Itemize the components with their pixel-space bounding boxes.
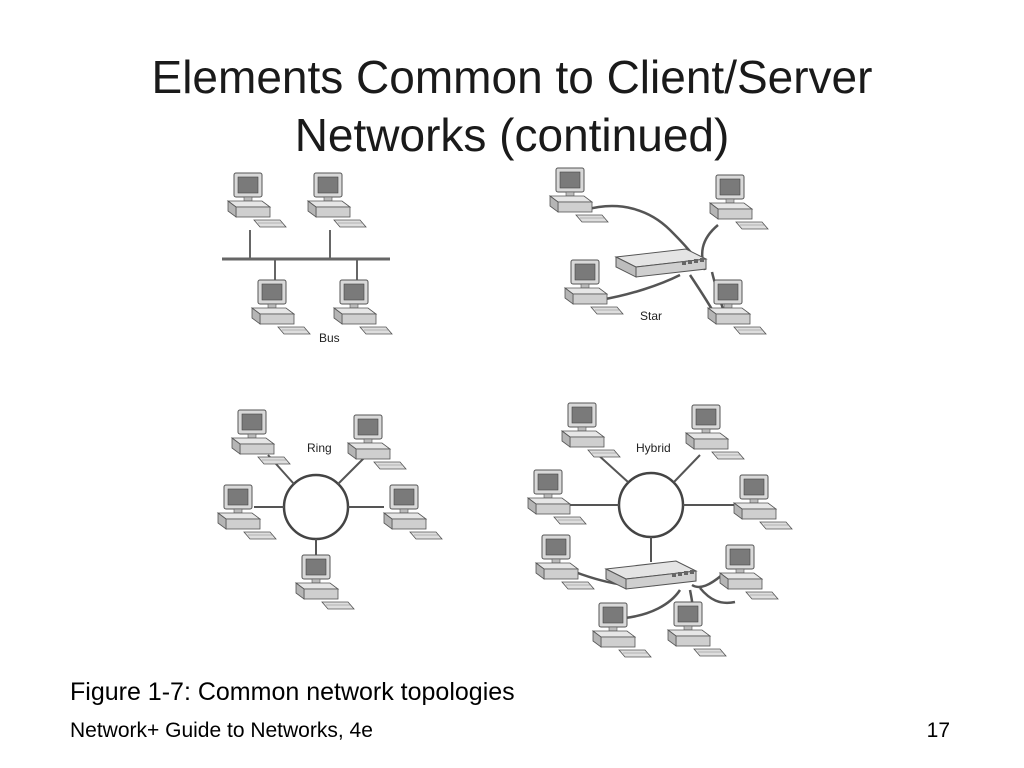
computer-icon	[251, 279, 311, 335]
footer-book-title: Network+ Guide to Networks, 4e	[70, 719, 373, 742]
ring-circle	[282, 473, 350, 541]
slide-title: Elements Common to Client/Server Network…	[0, 48, 1024, 164]
hub-icon	[615, 248, 707, 278]
ring-label: Ring	[307, 441, 332, 455]
page-number: 17	[926, 719, 950, 742]
hybrid-cable	[624, 589, 682, 620]
computer-icon	[564, 259, 624, 315]
star-label: Star	[640, 309, 662, 323]
slide-title-line-2: Networks (continued)	[294, 109, 730, 161]
hub-icon	[605, 560, 697, 590]
computer-icon	[295, 554, 355, 610]
hybrid-topology: Hybrid	[527, 402, 793, 658]
hybrid-label: Hybrid	[636, 441, 671, 455]
computer-icon	[733, 474, 793, 530]
star-cable	[599, 273, 681, 302]
hybrid-link	[673, 454, 701, 483]
computer-icon	[527, 469, 587, 525]
computer-icon	[592, 602, 652, 658]
ring-topology: Ring	[217, 409, 443, 610]
slide-title-line-1: Elements Common to Client/Server	[151, 51, 873, 103]
bus-label: Bus	[319, 331, 340, 345]
computer-icon	[719, 544, 779, 600]
computer-icon	[227, 172, 287, 228]
computer-icon	[347, 414, 407, 470]
computer-icon	[709, 174, 769, 230]
computer-icon	[333, 279, 393, 335]
bus-topology: Bus	[222, 172, 393, 345]
computer-icon	[231, 409, 291, 465]
ring-link	[337, 457, 365, 485]
computer-icon	[549, 167, 609, 223]
computer-icon	[667, 601, 727, 657]
computer-icon	[707, 279, 767, 335]
hybrid-ring-circle	[617, 471, 685, 539]
computer-icon	[217, 484, 277, 540]
figure-caption: Figure 1-7: Common network topologies	[70, 678, 515, 706]
hybrid-cable	[691, 574, 723, 589]
star-topology: Star	[549, 167, 769, 335]
hybrid-cable	[699, 587, 736, 605]
computer-icon	[685, 404, 745, 460]
computer-icon	[307, 172, 367, 228]
computer-icon	[561, 402, 621, 458]
computer-icon	[535, 534, 595, 590]
computer-icon	[383, 484, 443, 540]
hybrid-link	[595, 452, 629, 483]
